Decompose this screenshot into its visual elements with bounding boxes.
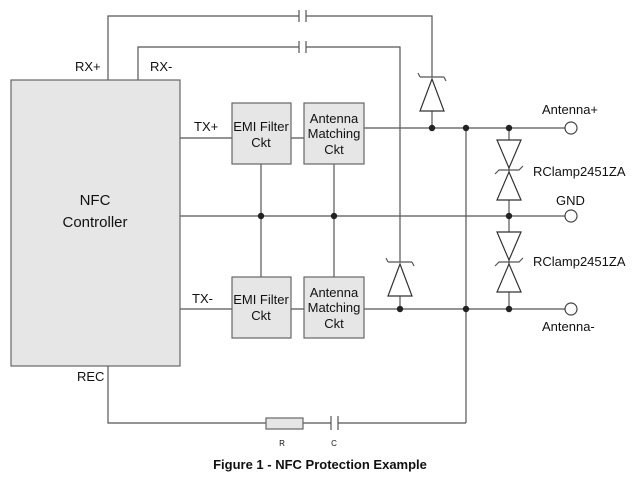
emi-filter-bottom: EMI Filter Ckt bbox=[231, 276, 292, 339]
junction-dot bbox=[505, 212, 513, 220]
rec-wire bbox=[107, 366, 466, 424]
tvs-top bbox=[494, 139, 524, 201]
rec-resistor-label: R bbox=[279, 439, 285, 448]
matching-bottom-line2: Matching bbox=[308, 300, 361, 315]
tvs-top-triangle-a bbox=[496, 139, 522, 170]
matching-bottom-line3: Ckt bbox=[324, 316, 344, 331]
tvs-top-bar bbox=[494, 165, 524, 175]
antenna-matching-top: Antenna Matching Ckt bbox=[303, 102, 365, 165]
junction-dot bbox=[462, 124, 470, 132]
tvs-top-triangle-b bbox=[496, 170, 522, 201]
rx-plus-diode-bar-tip-b bbox=[443, 76, 447, 82]
rx-plus-wire bbox=[107, 15, 433, 80]
rx-minus-diode bbox=[385, 257, 415, 297]
rx-minus-diode-bar-tip-a bbox=[385, 257, 389, 263]
antenna-minus-label: Antenna- bbox=[542, 319, 595, 334]
rx-plus-diode-bar-tip-a bbox=[417, 72, 421, 78]
figure-caption: Figure 1 - NFC Protection Example bbox=[213, 457, 427, 472]
tvs-bottom-bar bbox=[494, 257, 524, 267]
junction-dot bbox=[257, 212, 265, 220]
controller-box bbox=[10, 79, 181, 367]
rx-minus-diode-bar-tip-b bbox=[411, 261, 415, 267]
pin-rec-label: REC bbox=[77, 369, 104, 384]
tvs-bottom-label: RClamp2451ZA bbox=[533, 254, 626, 269]
pin-tx-plus-label: TX+ bbox=[194, 119, 218, 134]
gnd-label: GND bbox=[556, 193, 585, 208]
antenna-minus-terminal bbox=[564, 302, 578, 316]
junction-dot bbox=[462, 305, 470, 313]
antenna-plus-terminal bbox=[564, 121, 578, 135]
matching-bottom-line1: Antenna bbox=[310, 285, 359, 300]
controller-label-line1: NFC bbox=[80, 192, 111, 209]
emi-filter-top-line2: Ckt bbox=[251, 135, 271, 150]
matching-top-line1: Antenna bbox=[310, 111, 359, 126]
emi-filter-bottom-line2: Ckt bbox=[251, 308, 271, 323]
junctions bbox=[257, 124, 513, 313]
pin-tx-minus-label: TX- bbox=[192, 291, 213, 306]
rx-minus-wire bbox=[137, 46, 401, 262]
rx-minus-diode-triangle bbox=[387, 262, 413, 297]
junction-dot bbox=[505, 124, 513, 132]
pin-rx-minus-label: RX- bbox=[150, 59, 172, 74]
tvs-bottom-triangle-a bbox=[496, 231, 522, 262]
antenna-plus-label: Antenna+ bbox=[542, 102, 598, 117]
tvs-bottom bbox=[494, 231, 524, 293]
matching-bottom-box bbox=[303, 276, 365, 339]
rx-plus-diode-triangle bbox=[419, 77, 445, 112]
matching-top-line3: Ckt bbox=[324, 142, 344, 157]
junction-dot bbox=[330, 212, 338, 220]
junction-dot bbox=[396, 305, 404, 313]
nfc-controller-block: NFC Controller bbox=[10, 79, 181, 367]
rec-capacitor-label: C bbox=[331, 439, 337, 448]
tvs-top-label: RClamp2451ZA bbox=[533, 164, 626, 179]
antenna-matching-bottom: Antenna Matching Ckt bbox=[303, 276, 365, 339]
emi-filter-top-box bbox=[231, 102, 292, 165]
junction-dot bbox=[505, 305, 513, 313]
emi-filter-top-line1: EMI Filter bbox=[233, 119, 289, 134]
emi-filter-bottom-box bbox=[231, 276, 292, 339]
tvs-bottom-triangle-b bbox=[496, 262, 522, 293]
matching-top-line2: Matching bbox=[308, 126, 361, 141]
output-terminals bbox=[564, 121, 578, 316]
emi-filter-bottom-line1: EMI Filter bbox=[233, 292, 289, 307]
controller-label-line2: Controller bbox=[62, 214, 127, 231]
junction-dot bbox=[428, 124, 436, 132]
pin-rx-plus-label: RX+ bbox=[75, 59, 101, 74]
emi-filter-top: EMI Filter Ckt bbox=[231, 102, 292, 165]
gnd-terminal bbox=[564, 209, 578, 223]
rec-resistor bbox=[265, 417, 304, 430]
rx-plus-diode bbox=[417, 72, 447, 112]
matching-top-box bbox=[303, 102, 365, 165]
